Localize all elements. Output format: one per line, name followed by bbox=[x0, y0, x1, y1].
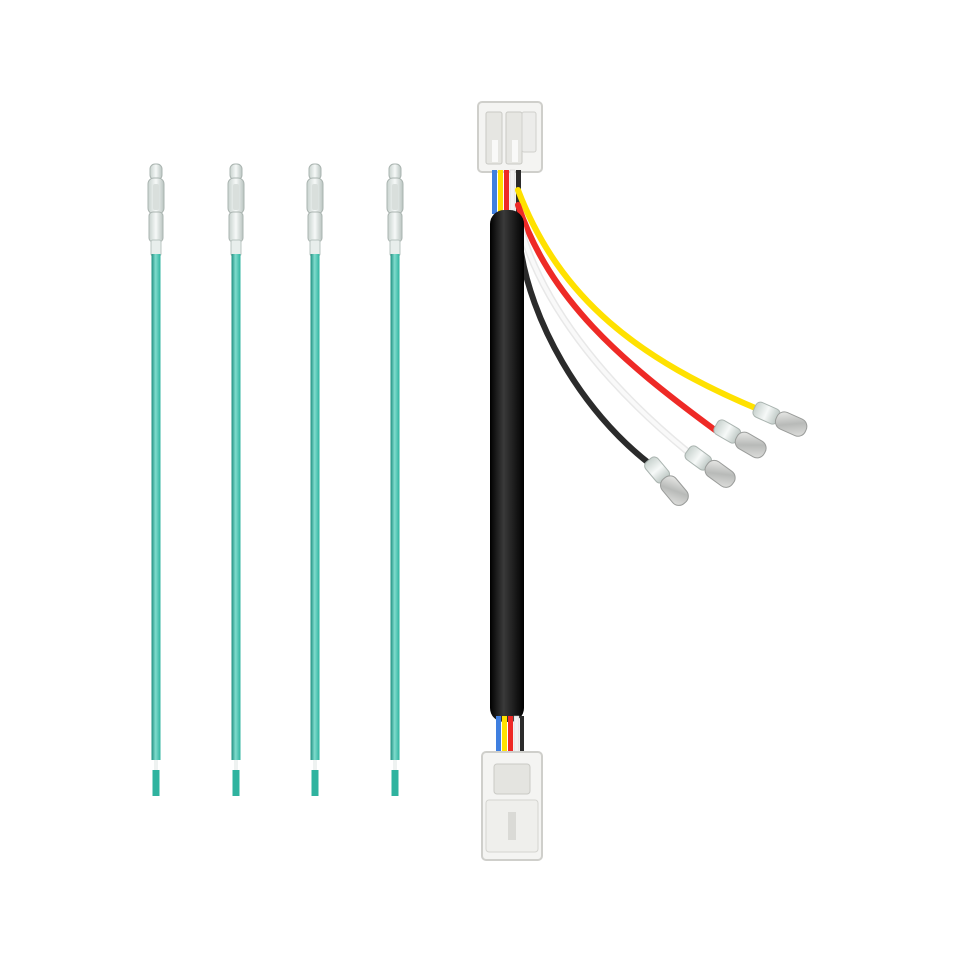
terminal-red bbox=[713, 419, 767, 459]
teal-wire-group bbox=[147, 163, 404, 796]
teal-wire bbox=[386, 163, 404, 796]
terminal-white bbox=[684, 445, 736, 488]
lead-black bbox=[517, 242, 653, 467]
top-connector bbox=[477, 101, 543, 173]
teal-tip bbox=[152, 770, 160, 796]
stripped-end bbox=[234, 760, 238, 770]
terminal-black bbox=[644, 456, 689, 506]
teal-tip bbox=[232, 770, 240, 796]
teal-insulation bbox=[231, 254, 241, 760]
lead-red bbox=[515, 202, 718, 433]
lead-yellow bbox=[515, 187, 763, 413]
lead-wires bbox=[515, 187, 763, 467]
teal-tip bbox=[391, 770, 399, 796]
teal-insulation bbox=[310, 254, 320, 760]
stripped-end bbox=[313, 760, 317, 770]
teal-wire bbox=[227, 163, 245, 796]
teal-wire bbox=[147, 163, 165, 796]
stripped-end bbox=[393, 760, 397, 770]
black-sheath bbox=[490, 210, 524, 722]
clear-terminal bbox=[306, 163, 324, 257]
stripped-end bbox=[154, 760, 158, 770]
clear-terminal bbox=[147, 163, 165, 257]
terminal-yellow bbox=[752, 401, 808, 437]
teal-insulation bbox=[151, 254, 161, 760]
teal-insulation bbox=[390, 254, 400, 760]
clear-terminal bbox=[386, 163, 404, 257]
teal-wire bbox=[306, 163, 324, 796]
teal-tip bbox=[311, 770, 319, 796]
clear-terminal bbox=[227, 163, 245, 257]
lead-white-core bbox=[518, 223, 690, 454]
bottom-connector bbox=[481, 751, 543, 861]
harness-cable bbox=[477, 101, 808, 861]
lead-terminals bbox=[644, 401, 808, 506]
